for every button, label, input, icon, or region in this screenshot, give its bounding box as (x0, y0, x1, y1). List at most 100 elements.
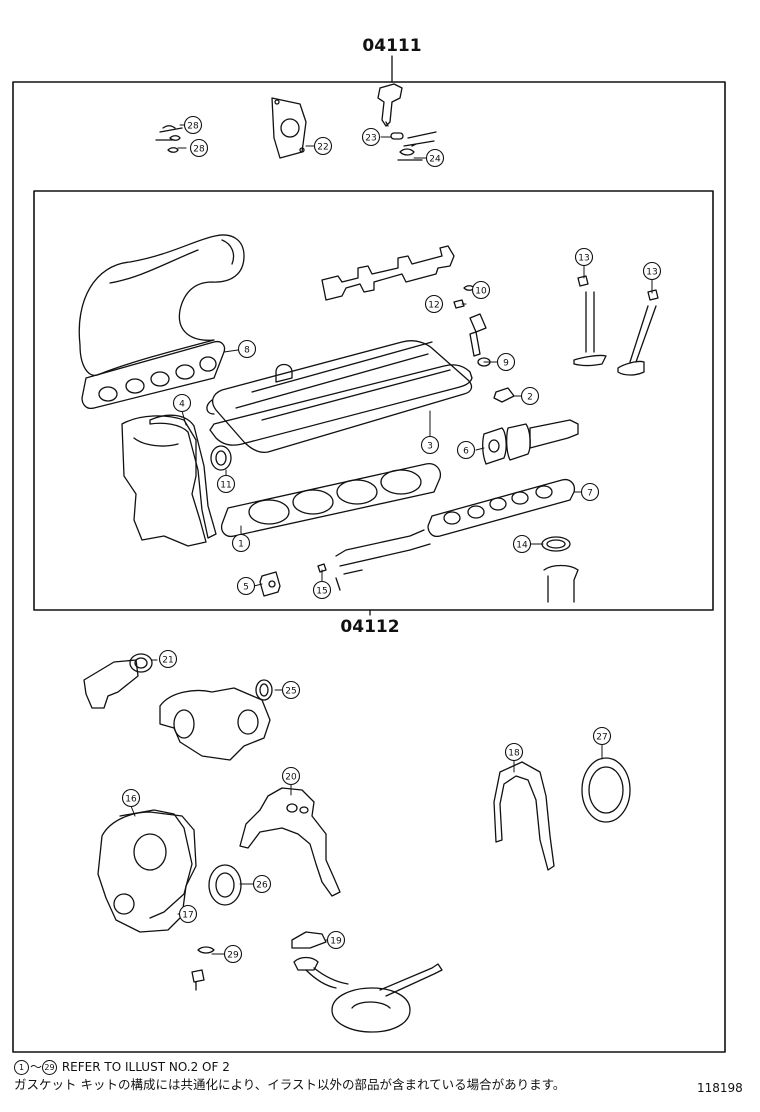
callout-c5: 5 (236, 576, 256, 596)
part-drawing-1 (220, 463, 442, 538)
part-drawing-4 (149, 414, 217, 539)
callout-label: 6 (463, 447, 469, 457)
callout-label: 2 (527, 393, 533, 403)
callout-label: 28 (187, 122, 199, 132)
callout-label: 23 (365, 134, 376, 144)
callout-c24: 24 (425, 148, 445, 168)
callout-label: 27 (596, 733, 607, 743)
part-drawing-6 (482, 427, 507, 465)
part-drawing-valves (573, 275, 659, 376)
callout-label: 3 (427, 442, 433, 452)
callout-c9: 9 (496, 352, 516, 372)
callout-label: 20 (285, 773, 297, 783)
callout-label: 9 (503, 359, 509, 369)
figure-number: 118198 (697, 1081, 743, 1095)
callout-label: 16 (125, 795, 137, 805)
assembly-code-04112: 04112 (340, 617, 399, 637)
callout-c3: 3 (420, 435, 440, 455)
callout-label: 29 (227, 951, 239, 961)
part-drawing-28 (155, 125, 183, 153)
outer-kit-frame (12, 81, 726, 1053)
callout-label: 4 (179, 400, 185, 410)
range-separator: ～ (30, 1060, 43, 1074)
callout-c17: 17 (178, 904, 198, 924)
part-drawing-cylinder-head-cover (206, 340, 473, 454)
callout-label: 5 (243, 583, 249, 593)
callout-c1: 1 (231, 533, 251, 553)
callout-label: 1 (238, 540, 244, 550)
part-drawing-water-pump (159, 687, 271, 761)
callout-label: 26 (256, 881, 268, 891)
callout-label: 14 (516, 541, 528, 551)
part-drawing-timing-cover-lower (97, 811, 197, 933)
callout-c27: 27 (592, 726, 612, 746)
callout-c4: 4 (172, 393, 192, 413)
part-drawing-29 (191, 946, 215, 991)
callout-c7: 7 (580, 482, 600, 502)
callout-c19: 19 (326, 930, 346, 950)
part-drawing-camshaft (321, 245, 455, 301)
callout-c11: 11 (216, 474, 236, 494)
part-drawing-26 (208, 864, 242, 906)
callout-c2: 2 (520, 386, 540, 406)
callout-c25: 25 (281, 680, 301, 700)
callout-c20: 20 (281, 766, 301, 786)
part-drawing-oil-strainer (293, 956, 443, 1033)
callout-c13b: 13 (642, 261, 662, 281)
callout-c28b: 28 (189, 138, 209, 158)
part-drawing-2 (493, 387, 515, 403)
callout-label: 18 (508, 749, 520, 759)
callout-label: 22 (317, 143, 328, 153)
inner-kit-frame (33, 190, 714, 611)
callout-label: 11 (220, 481, 231, 491)
part-drawing-timing-cover-upper (121, 415, 207, 547)
refer-note: 1～29 REFER TO ILLUST NO.2 OF 2 (14, 1059, 230, 1075)
part-drawing-5 (259, 571, 281, 597)
part-drawing-21 (83, 653, 153, 709)
part-drawing-exhaust-pipe (317, 529, 431, 591)
callout-c21: 21 (158, 649, 178, 669)
callout-c29: 29 (223, 944, 243, 964)
callout-c14: 14 (512, 534, 532, 554)
callout-c23: 23 (361, 127, 381, 147)
callout-label: 24 (429, 155, 441, 165)
callout-c12: 12 (424, 294, 444, 314)
callout-c26: 26 (252, 874, 272, 894)
part-drawing-egr-parts (506, 419, 579, 461)
part-drawing-7 (427, 478, 576, 538)
callout-c18: 18 (504, 742, 524, 762)
callout-label: 17 (182, 911, 193, 921)
part-drawing-16-17 (119, 809, 193, 919)
callout-label: 21 (162, 656, 173, 666)
part-drawing-18 (493, 761, 555, 871)
callout-label: 12 (428, 301, 439, 311)
callout-c16: 16 (121, 788, 141, 808)
callout-c28a: 28 (183, 115, 203, 135)
callout-label: 25 (285, 687, 296, 697)
assembly-code-04111: 04111 (362, 36, 421, 56)
part-drawing-22 (271, 97, 307, 159)
callout-c15: 15 (312, 580, 332, 600)
callout-c10: 10 (471, 280, 491, 300)
callout-label: 10 (475, 287, 487, 297)
callout-label: 7 (587, 489, 593, 499)
part-drawing-11 (210, 445, 232, 471)
part-drawing-25 (255, 679, 273, 701)
part-drawing-19 (291, 931, 327, 949)
callout-c22: 22 (313, 136, 333, 156)
part-drawing-20 (239, 787, 341, 897)
callout-c13a: 13 (574, 247, 594, 267)
callout-label: 13 (578, 254, 589, 264)
part-drawing-9 (469, 313, 491, 367)
callout-label: 8 (244, 346, 250, 356)
callout-c6: 6 (456, 440, 476, 460)
part-drawing-8 (81, 340, 226, 410)
callout-label: 19 (330, 937, 342, 947)
callout-label: 28 (193, 145, 205, 155)
part-drawing-27 (581, 757, 631, 823)
callout-label: 13 (646, 268, 657, 278)
part-drawing-intake-manifold (78, 234, 245, 376)
part-drawing-3 (209, 364, 473, 446)
